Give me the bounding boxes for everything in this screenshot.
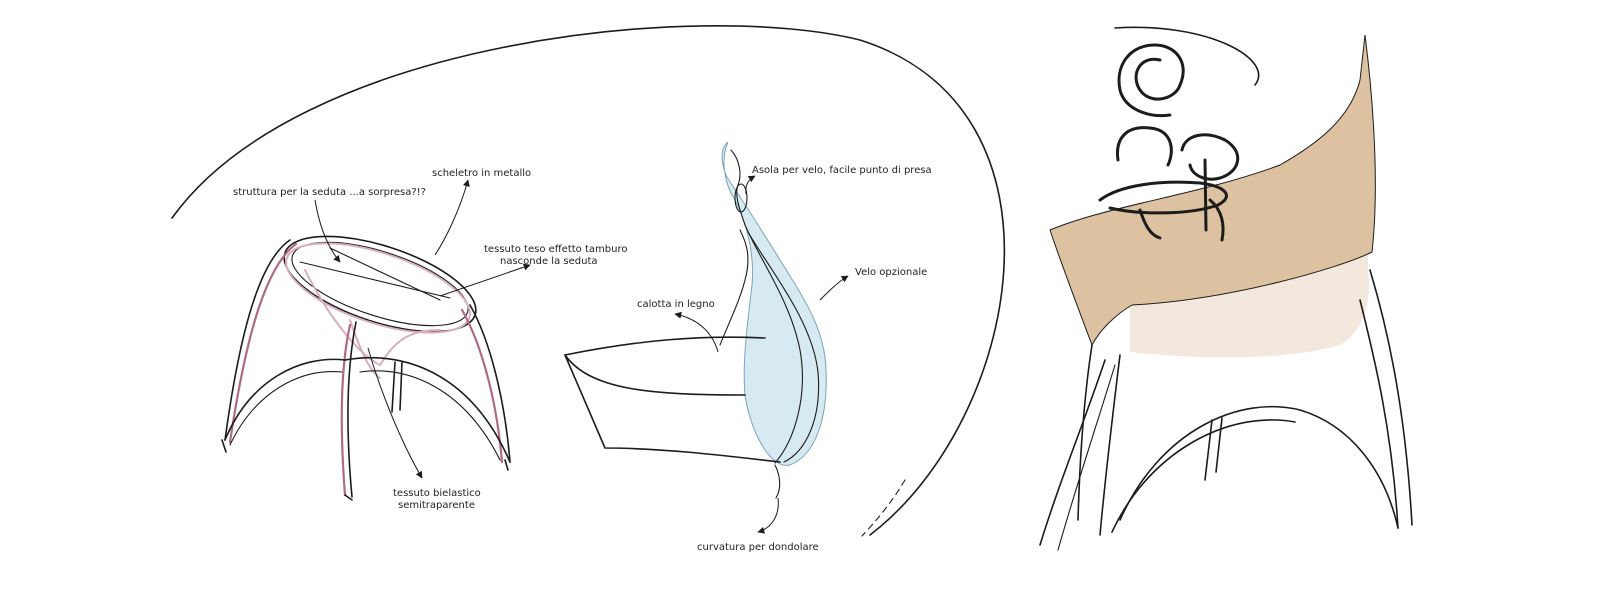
label-asola: Asola per velo, facile punto di presa <box>752 165 932 176</box>
label-calotta: calotta in legno <box>637 299 715 310</box>
label-struttura: struttura per la seduta ...a sorpresa?!? <box>233 187 426 198</box>
enclosing-arc-dash <box>862 480 905 536</box>
chair-frame-sketch <box>222 217 510 500</box>
arrow-velo <box>820 276 848 300</box>
seat-ring-outer <box>273 217 487 351</box>
label-bielastico-2: semitraparente <box>398 500 475 511</box>
arrow-struttura <box>315 200 340 262</box>
arrow-asola <box>746 176 755 194</box>
label-velo: Velo opzionale <box>855 267 927 278</box>
arrow-tessuto-teso <box>440 265 530 296</box>
arrow-curvatura <box>758 498 778 532</box>
arrow-scheletro <box>435 180 468 255</box>
veil-shape <box>722 142 826 465</box>
label-curvatura: curvatura per dondolare <box>697 542 819 553</box>
label-tessuto-teso-2: nasconde la seduta <box>500 256 598 267</box>
chair-shell-sketch <box>1040 27 1412 550</box>
label-scheletro: scheletro in metallo <box>432 168 531 179</box>
label-tessuto-teso-1: tessuto teso effetto tamburo <box>484 244 627 255</box>
arrow-calotta <box>675 314 718 352</box>
label-bielastico-1: tessuto bielastico <box>393 488 481 499</box>
cradle-sketch <box>565 142 826 498</box>
